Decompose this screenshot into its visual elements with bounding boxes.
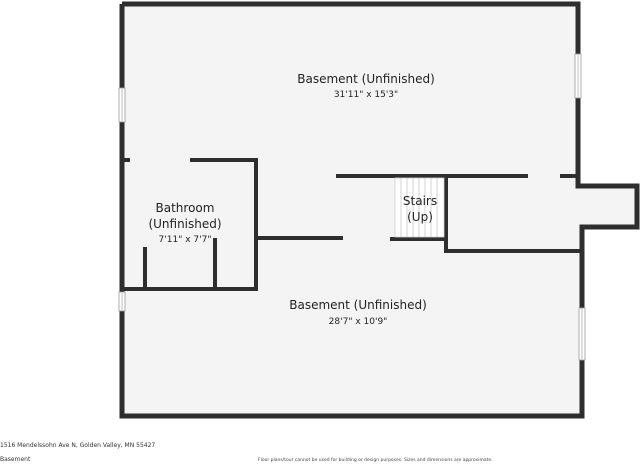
address-text: 1516 Mendelssohn Ave N, Golden Valley, M…: [0, 442, 156, 449]
floor-name-text: Basement: [0, 456, 31, 463]
stairs-name-line1: Stairs: [403, 194, 437, 208]
basement-upper-name: Basement (Unfinished): [297, 72, 435, 86]
disclaimer-text: Floor plans/tour cannot be used for buil…: [258, 458, 493, 463]
basement-upper-dimensions: 31'11" x 15'3": [334, 90, 398, 100]
bathroom-walls: [122, 158, 258, 291]
bathroom-name-line2: (Unfinished): [148, 217, 221, 231]
bathroom-dimensions: 7'11" x 7'7": [159, 235, 212, 245]
stairs-name-line2: (Up): [407, 210, 433, 224]
bathroom-name-line1: Bathroom: [156, 201, 215, 215]
floor-area: [122, 4, 637, 416]
basement-lower-dimensions: 28'7" x 10'9": [329, 317, 388, 327]
interior-walls: [256, 174, 582, 253]
stairs-treads: [394, 177, 445, 238]
basement-lower-name: Basement (Unfinished): [289, 298, 427, 312]
